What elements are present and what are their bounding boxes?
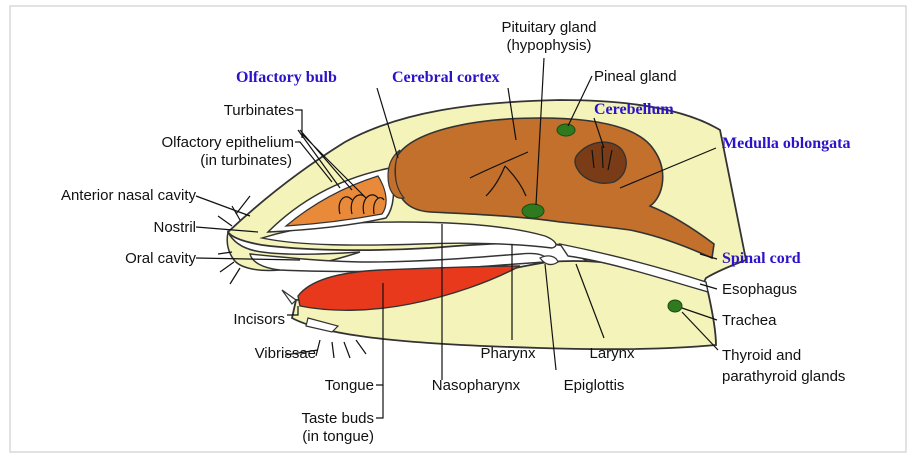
label-taste-buds: Taste buds [301, 410, 374, 427]
label-trachea: Trachea [722, 312, 777, 329]
label-hypophysis: (hypophysis) [506, 37, 591, 54]
label-olfactory-epithelium: Olfactory epithelium [161, 134, 294, 151]
label-cerebral-cortex: Cerebral cortex [392, 69, 500, 86]
label-pharynx: Pharynx [480, 345, 536, 362]
label-tongue: Tongue [325, 377, 374, 394]
label-pituitary-gland: Pituitary gland [501, 19, 596, 36]
label-in-tongue: (in tongue) [302, 428, 374, 445]
thyroid-gland-shape [668, 300, 682, 312]
label-parathyroid: parathyroid glands [722, 368, 845, 385]
label-thyroid: Thyroid and [722, 347, 801, 364]
label-medulla-oblongata: Medulla oblongata [722, 135, 850, 152]
label-nostril: Nostril [153, 219, 196, 236]
label-vibrissae: Vibrissae [255, 345, 316, 362]
pituitary-gland-shape [522, 204, 544, 218]
label-epiglottis: Epiglottis [564, 377, 625, 394]
label-pineal-gland: Pineal gland [594, 68, 677, 85]
pineal-gland-shape [557, 124, 575, 136]
label-incisors: Incisors [233, 311, 285, 328]
label-nasopharynx: Nasopharynx [432, 377, 521, 394]
label-in-turbinates: (in turbinates) [200, 152, 292, 169]
label-anterior-nasal-cavity: Anterior nasal cavity [61, 187, 197, 204]
label-oral-cavity: Oral cavity [125, 250, 196, 267]
label-olfactory-bulb: Olfactory bulb [236, 69, 337, 86]
label-esophagus: Esophagus [722, 281, 797, 298]
label-turbinates: Turbinates [224, 102, 294, 119]
label-larynx: Larynx [589, 345, 635, 362]
label-spinal-cord: Spinal cord [722, 250, 801, 267]
label-cerebellum: Cerebellum [594, 101, 674, 118]
